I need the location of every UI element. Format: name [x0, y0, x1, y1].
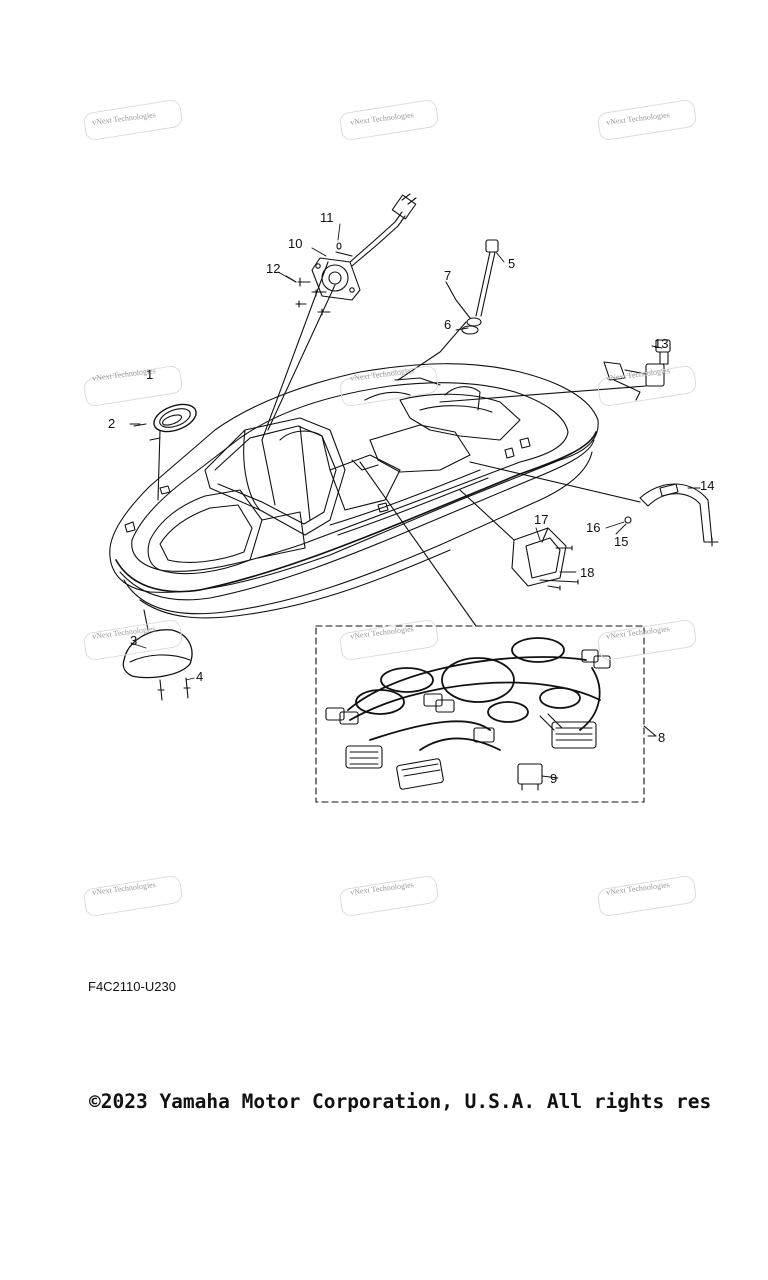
callout-1: 1 — [146, 367, 154, 382]
boat-hull — [109, 363, 599, 619]
callout-18: 18 — [580, 565, 595, 580]
callout-11: 11 — [320, 210, 334, 225]
callout-3: 3 — [130, 633, 138, 648]
callout-8: 8 — [658, 730, 666, 745]
leader-lines — [129, 223, 701, 779]
callout-16: 16 — [586, 520, 601, 535]
bracket-14 — [469, 461, 719, 547]
callout-2: 2 — [108, 416, 116, 431]
callout-17: 17 — [534, 512, 549, 527]
callout-13: 13 — [654, 336, 669, 351]
cover-3 — [122, 609, 193, 701]
light-2 — [133, 403, 197, 501]
callout-15: 15 — [614, 534, 629, 549]
callout-6: 6 — [444, 317, 452, 332]
gauge-mount-assembly — [261, 193, 417, 441]
junction-box-17 — [459, 489, 579, 591]
callout-7: 7 — [444, 268, 452, 283]
diagram-code: F4C2110-U230 — [88, 979, 176, 994]
callout-5: 5 — [508, 256, 516, 271]
callout-12: 12 — [266, 261, 281, 276]
harness-8 — [315, 461, 657, 803]
antenna-assembly — [397, 239, 499, 381]
callout-14: 14 — [700, 478, 715, 493]
copyright-notice: ©2023 Yamaha Motor Corporation, U.S.A. A… — [89, 1090, 712, 1113]
sensor-13 — [439, 339, 671, 403]
callout-9: 9 — [550, 771, 558, 786]
callout-10: 10 — [288, 236, 303, 251]
callout-4: 4 — [196, 669, 204, 684]
